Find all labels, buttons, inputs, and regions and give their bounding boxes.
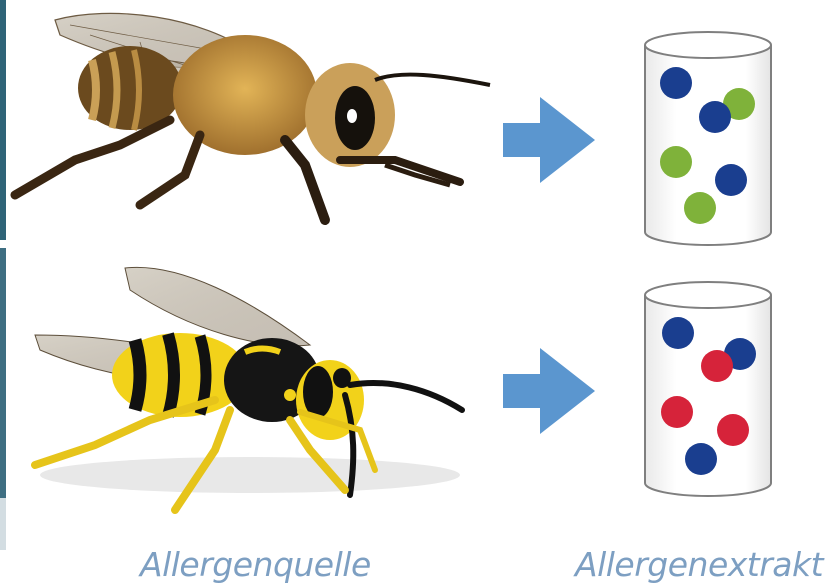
allergen-dot xyxy=(660,67,692,99)
allergen-dot xyxy=(661,396,693,428)
allergen-dot xyxy=(715,164,747,196)
caption-allergen-extract: Allergenextrakt xyxy=(575,545,823,584)
allergen-dot xyxy=(685,443,717,475)
arrow-right-icon xyxy=(503,348,595,434)
allergen-dot xyxy=(699,101,731,133)
wasp-icon xyxy=(35,267,462,510)
caption-allergen-source: Allergenquelle xyxy=(140,545,371,584)
allergen-dot xyxy=(660,146,692,178)
allergen-dot xyxy=(684,192,716,224)
allergen-dot xyxy=(717,414,749,446)
allergen-dot xyxy=(662,317,694,349)
allergen-dot xyxy=(701,350,733,382)
bee-icon xyxy=(15,13,490,220)
arrow-right-icon xyxy=(503,97,595,183)
